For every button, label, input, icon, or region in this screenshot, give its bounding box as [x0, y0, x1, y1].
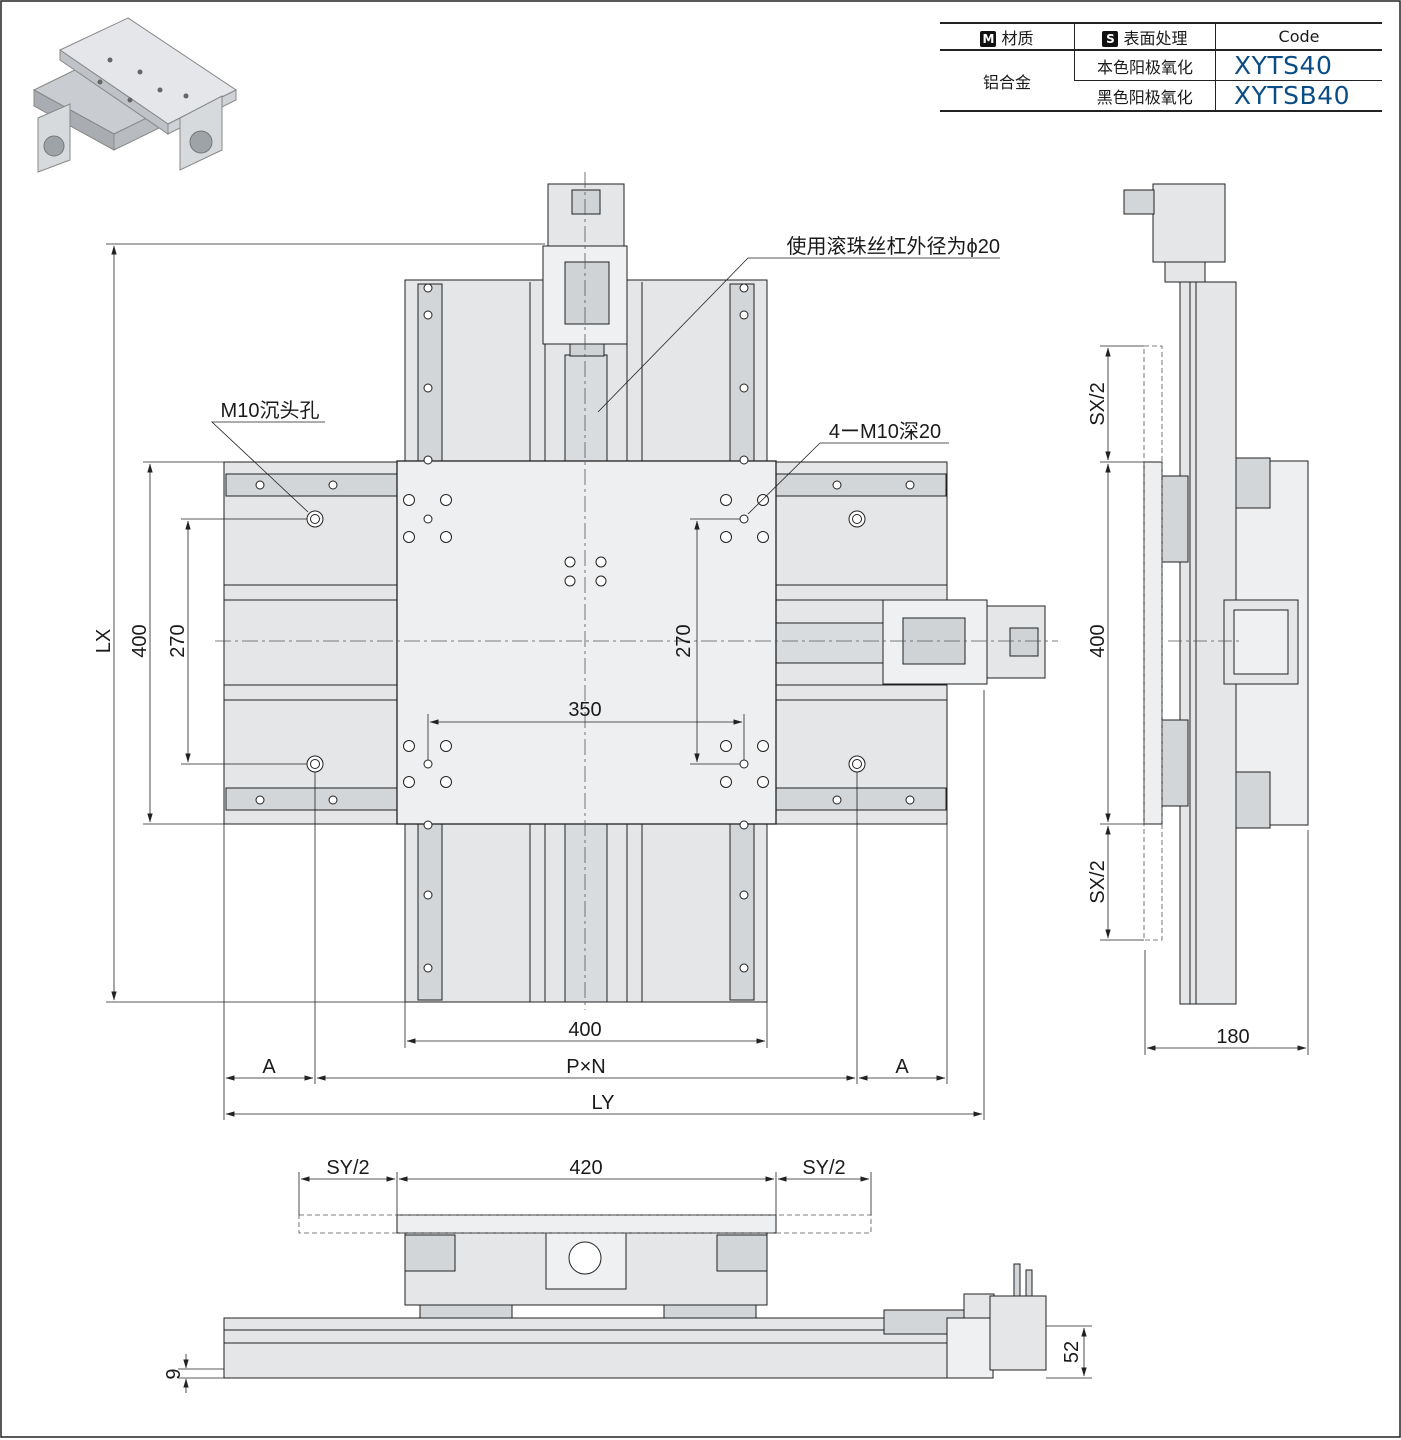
dim-180: 180	[1216, 1026, 1249, 1048]
dim-420: 420	[569, 1157, 602, 1179]
dim-ly: LY	[592, 1092, 615, 1114]
surface-value: 黑色阳极氧化	[1074, 80, 1216, 112]
dim-270-left: 270	[167, 624, 189, 657]
drawing-labels: 使用滚珠丝杠外径为ϕ20 M10沉头孔 4ーM10深20 LX 400 270 …	[93, 235, 1250, 1380]
dim-52: 52	[1061, 1341, 1083, 1363]
side-view-travel	[1143, 345, 1240, 941]
dim-sy2-left: SY/2	[326, 1157, 369, 1179]
front-dimensions	[178, 1172, 1092, 1393]
material-badge: M	[980, 30, 997, 47]
table-holes	[403, 494, 769, 788]
dim-lx: LX	[93, 629, 115, 653]
dim-9: 9	[163, 1368, 185, 1379]
product-code: XYTS40	[1215, 50, 1382, 81]
surface-value: 本色阳极氧化	[1074, 50, 1216, 81]
top-table	[396, 460, 777, 825]
dim-pxn: P×N	[566, 1056, 605, 1078]
side-view	[1123, 183, 1309, 1005]
xy-stage-product-icon	[32, 17, 237, 173]
plan-view	[215, 172, 1058, 1010]
surface-badge: S	[1102, 30, 1119, 47]
product-code: XYTSB40	[1215, 80, 1382, 112]
dim-400-left: 400	[129, 624, 151, 657]
dim-a-left: A	[262, 1056, 276, 1078]
dim-sy2-right: SY/2	[802, 1157, 845, 1179]
dim-side-400: 400	[1087, 624, 1109, 657]
dim-sx2-top: SX/2	[1087, 382, 1109, 425]
tapped-holes-callout: 4ーM10深20	[829, 420, 941, 443]
dim-a-right: A	[895, 1056, 909, 1078]
dim-sx2-bottom: SX/2	[1087, 860, 1109, 903]
spec-row: 黑色阳极氧化 XYTSB40	[940, 80, 1382, 112]
front-view	[223, 1214, 1047, 1379]
dim-350: 350	[568, 699, 601, 721]
front-view-travel	[298, 1214, 872, 1234]
side-dimensions	[1100, 345, 1309, 1055]
spec-row: 铝合金 本色阳极氧化 XYTS40	[940, 50, 1382, 112]
counterbore-callout: M10沉头孔	[221, 399, 320, 422]
plan-dimensions	[106, 243, 1000, 1120]
code-header: Code	[1215, 22, 1382, 51]
base-mounting-holes	[255, 283, 915, 973]
material-value: 铝合金	[940, 50, 1075, 112]
dim-400-bottom: 400	[568, 1019, 601, 1041]
center-lines	[215, 172, 1058, 1010]
ball-screw-callout: 使用滚珠丝杠外径为ϕ20	[787, 235, 1000, 258]
dim-270-inner: 270	[673, 624, 695, 657]
